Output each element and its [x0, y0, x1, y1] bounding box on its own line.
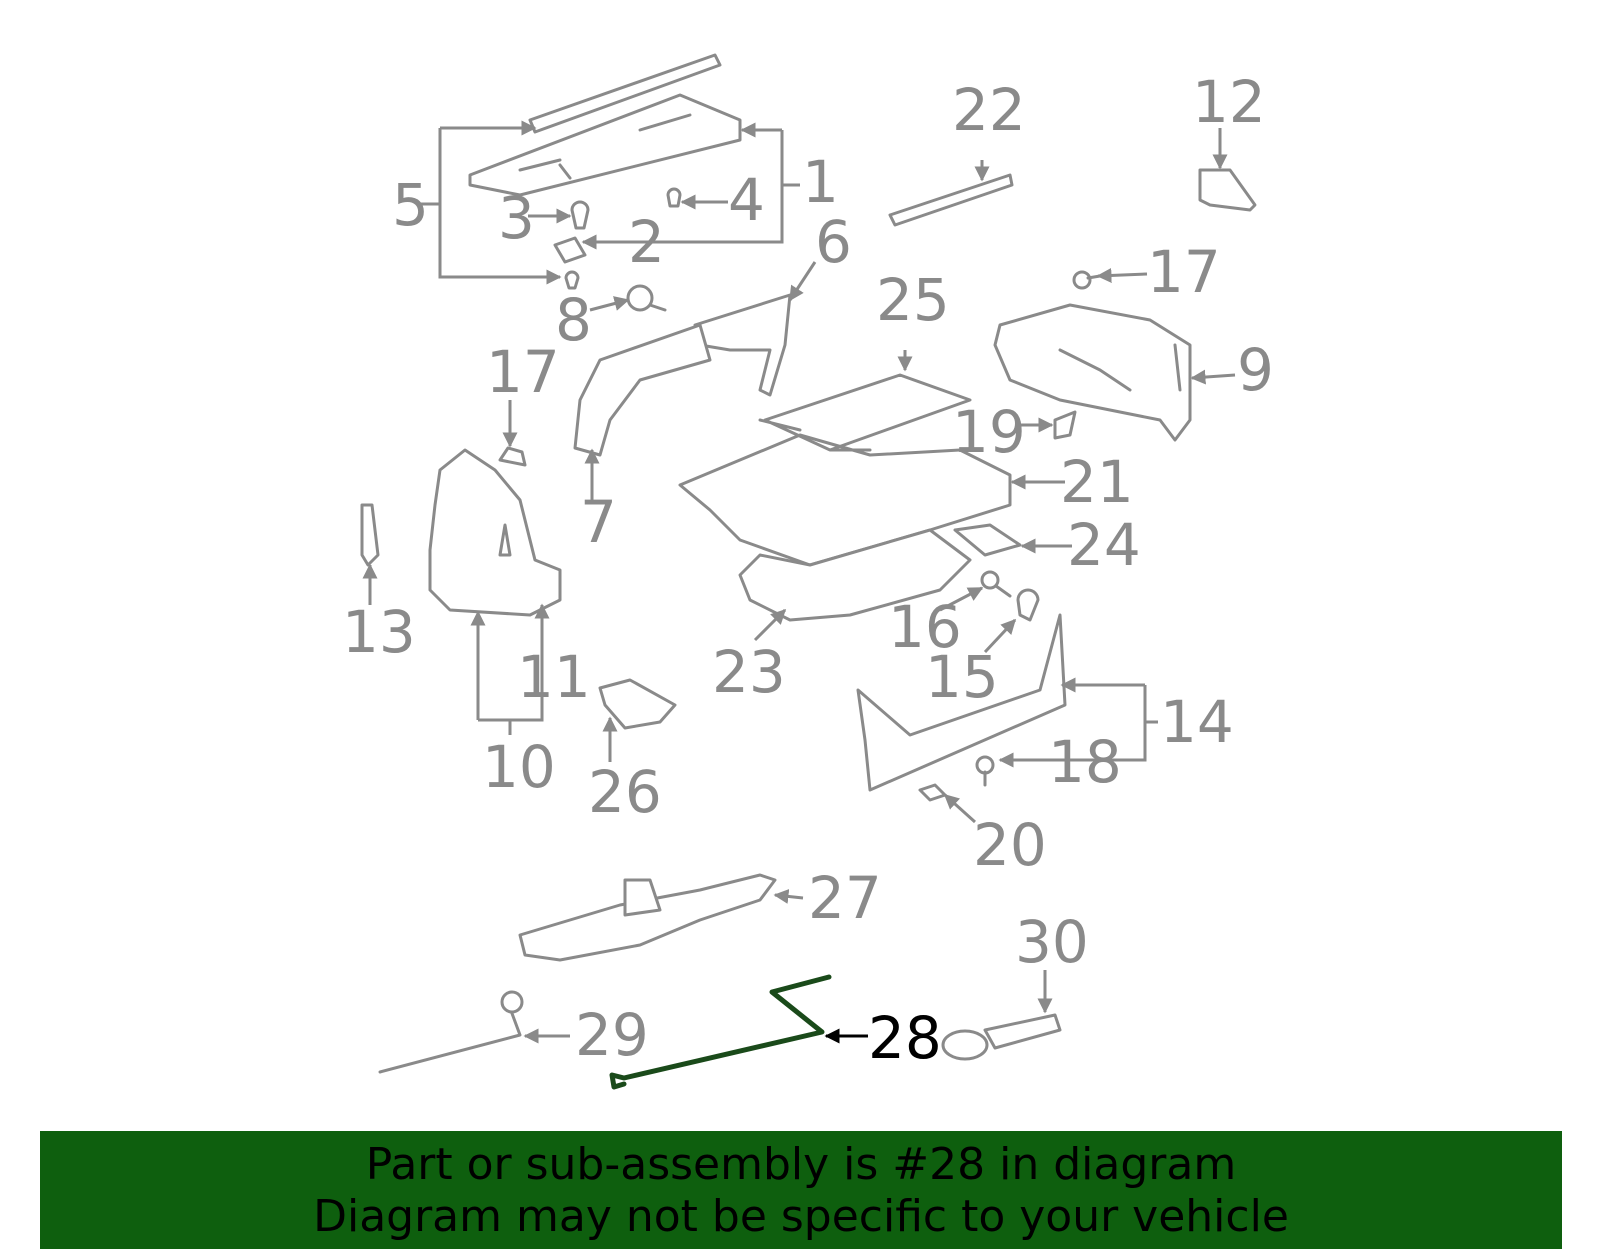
part-20-clip	[918, 783, 947, 802]
callout-28: 28	[868, 1004, 942, 1072]
callout-17a: 17	[1147, 238, 1221, 306]
part-12-bracket	[1198, 168, 1257, 212]
part-6-trim	[693, 293, 792, 397]
part-29-wrench	[378, 990, 524, 1074]
callout-11: 11	[517, 643, 591, 711]
part-17b-bracket	[498, 446, 527, 467]
part-15-clip	[1016, 588, 1040, 622]
callout-23: 23	[712, 638, 786, 706]
callout-15: 15	[925, 643, 999, 711]
part-26-box	[598, 678, 677, 730]
part-24-pad	[953, 523, 1022, 557]
part-25-board	[758, 373, 972, 452]
callout-21: 21	[1060, 448, 1134, 516]
callout-5: 5	[392, 171, 429, 239]
callout-7: 7	[580, 488, 617, 556]
part-19-clip	[1053, 410, 1077, 440]
part-14-trim-panel	[856, 613, 1067, 792]
part-8-screw	[626, 284, 667, 312]
callout-12: 12	[1192, 68, 1266, 136]
part-13-hook	[360, 503, 380, 567]
callout-9: 9	[1237, 336, 1274, 404]
part-18-clip	[975, 755, 995, 787]
part-27-jack	[518, 873, 777, 962]
part-4-clip	[666, 187, 682, 208]
callout-2: 2	[628, 208, 665, 276]
info-banner: Part or sub-assembly is #28 in diagram D…	[40, 1131, 1562, 1249]
callout-18: 18	[1048, 728, 1122, 796]
banner-line-1: Part or sub-assembly is #28 in diagram	[365, 1139, 1237, 1190]
callout-29: 29	[575, 1001, 649, 1069]
callout-17b: 17	[486, 338, 560, 406]
part-5-fastener	[564, 270, 580, 290]
parts-diagram: 1 2 3 4 5 6 7 8 9 10 11 12 13 14 15 16 1…	[342, 53, 1274, 1090]
part-23-lower-mat	[738, 528, 972, 622]
part-22-strip	[888, 173, 1014, 227]
part-30-tow-hook	[941, 1013, 1062, 1061]
callout-14: 14	[1160, 688, 1234, 756]
callout-26: 26	[588, 758, 662, 826]
banner-line-2: Diagram may not be specific to your vehi…	[313, 1191, 1289, 1242]
callout-27: 27	[808, 864, 882, 932]
part-10-side-trim	[428, 448, 562, 617]
callout-10: 10	[482, 733, 556, 801]
callout-16: 16	[888, 593, 962, 661]
callout-25: 25	[876, 266, 950, 334]
part-28-jack-handle	[609, 974, 832, 1090]
callout-8: 8	[555, 286, 592, 354]
part-3-clip	[570, 200, 590, 230]
callout-1: 1	[802, 148, 839, 216]
callout-6: 6	[815, 208, 852, 276]
callout-19: 19	[952, 398, 1026, 466]
callout-20: 20	[973, 811, 1047, 879]
callout-22: 22	[952, 76, 1026, 144]
callout-24: 24	[1067, 511, 1141, 579]
callout-labels: 1 2 3 4 5 6 7 8 9 10 11 12 13 14 15 16 1…	[342, 68, 1274, 1072]
part-16-bolt	[980, 570, 1012, 598]
part-7-trim	[573, 323, 712, 457]
callout-13: 13	[342, 598, 416, 666]
callout-4: 4	[728, 166, 765, 234]
part-21-mat	[678, 433, 1012, 567]
part-17a-bolt	[1072, 270, 1102, 290]
leader-lines	[362, 120, 1236, 1044]
part-9-side-trim	[993, 303, 1192, 442]
callout-30: 30	[1015, 908, 1089, 976]
part-2-pad	[553, 236, 587, 264]
callout-3: 3	[498, 184, 535, 252]
part-1-package-tray	[468, 53, 742, 197]
